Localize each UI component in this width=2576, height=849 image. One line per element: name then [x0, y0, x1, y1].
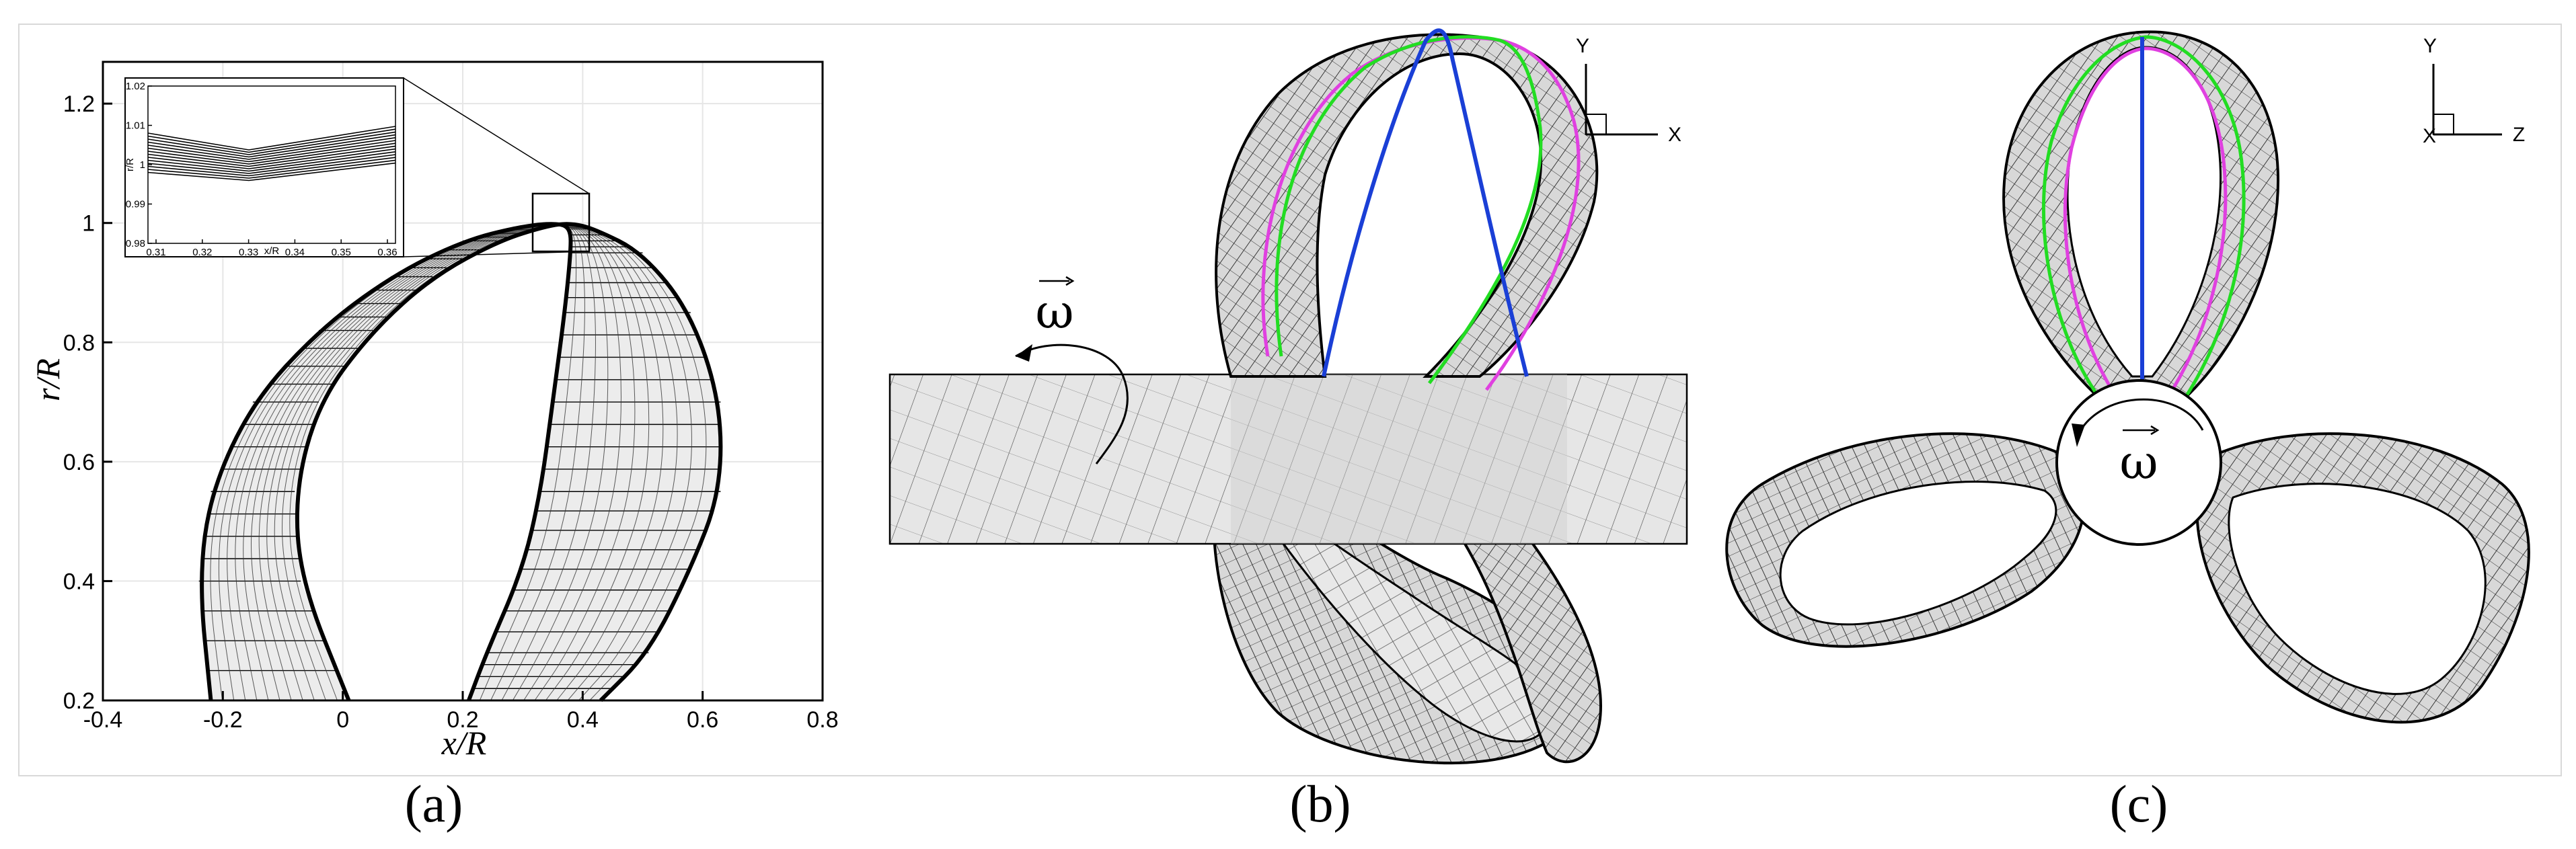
- inset-y-tick-label: 1.02: [126, 81, 145, 92]
- inset-y-tick-label: 0.98: [126, 238, 145, 249]
- inset-mesh-line: [147, 162, 396, 181]
- x-tick-label: 0.8: [806, 707, 838, 733]
- inset-y-tick-label: 1: [140, 159, 145, 171]
- x-tick-label: -0.4: [83, 707, 123, 733]
- hub-circle: [2055, 379, 2222, 546]
- x-tick-label: 0.2: [447, 707, 478, 733]
- zoom-region-box: [531, 192, 591, 253]
- blue-line: [1322, 28, 1529, 377]
- blade-edge-line: [295, 222, 723, 702]
- triad-c-z-label: Z: [2513, 124, 2525, 146]
- omega-symbol: ω: [1035, 284, 1073, 339]
- inset-mesh: [147, 126, 396, 181]
- y-tick-label: 0.2: [63, 688, 95, 714]
- inset-mesh-line: [147, 131, 396, 155]
- triad-c-corner: [2433, 114, 2454, 135]
- y-tick-label: 1: [82, 211, 95, 237]
- x-tick-label: 0.4: [567, 707, 599, 733]
- triad-corner: [1585, 114, 1607, 135]
- triad-x-label: X: [1668, 124, 1681, 146]
- inset-x-tick-label: 0.33: [239, 247, 258, 258]
- triad-c-x-label: X: [2423, 125, 2436, 147]
- inset-x-tick-label: 0.31: [146, 247, 165, 258]
- inset-mesh-line: [147, 143, 396, 165]
- inset-x-tick-label: 0.36: [377, 247, 397, 258]
- omega-vector-head: [1065, 276, 1075, 286]
- hub-shadow: [1231, 374, 1567, 544]
- inset-mesh-line: [147, 140, 396, 163]
- y-tick-label: 0.6: [63, 450, 95, 475]
- y-tick-label: 0.4: [63, 569, 95, 594]
- right-blade-hole: [2228, 483, 2487, 695]
- inset-mesh-line: [147, 126, 396, 151]
- inset-mesh-line: [147, 159, 396, 179]
- blade-section-fill: [198, 223, 721, 701]
- inset-y-tick-label: 0.99: [126, 199, 145, 210]
- inset-x-tick-label: 0.35: [332, 247, 351, 258]
- inset-mesh-line: [147, 145, 396, 167]
- inset-y-tick-label: 1.01: [126, 120, 145, 132]
- inset-mesh-line: [147, 154, 396, 174]
- inset-x-title: x/R: [264, 245, 280, 257]
- rotation-arrow: [1015, 343, 1129, 464]
- caption-c: (c): [2110, 774, 2168, 833]
- inset-y-title: r/R: [124, 158, 136, 171]
- inset-mesh-line: [147, 157, 396, 177]
- axis-ticks: -0.4 -0.2 0 0.2 0.4 0.6 0.8 0.2 0.4 0.6 0.8 1 1.2: [63, 91, 839, 733]
- inset-mesh-line: [147, 134, 396, 158]
- inset-ticks: 0.31 0.32 0.33 0.34 0.35 0.36 0.98 0.99 1 1.01 1.0…: [126, 81, 397, 258]
- inset-mesh-line: [147, 148, 396, 169]
- inset-mesh-line: [147, 151, 396, 172]
- left-blade-hole: [1779, 481, 2057, 626]
- x-tick-label: 0: [336, 707, 349, 733]
- inset-mesh-line: [147, 137, 396, 160]
- hub-rotation-arrow: [2076, 398, 2204, 438]
- blade-section-plot: [198, 222, 723, 702]
- y-tick-label: 1.2: [63, 91, 95, 117]
- caption-a: (a): [405, 774, 463, 833]
- inset-x-tick-label: 0.34: [285, 247, 305, 258]
- x-tick-label: 0.6: [687, 707, 718, 733]
- hub-rotation-arrow-head: [2072, 423, 2085, 447]
- triad-y-label: Y: [1576, 35, 1589, 57]
- green-line-outline: [2042, 35, 2246, 398]
- zoom-connector-bottom: [403, 251, 590, 257]
- x-axis-title: x/R: [441, 724, 487, 762]
- panel-b-propeller-side: ω Y X (b): [888, 28, 1688, 833]
- y-axis-title: r/R: [29, 358, 67, 401]
- y-tick-label: 0.8: [63, 330, 95, 356]
- green-line-right: [1427, 38, 1543, 385]
- omega-c-vector-head: [2150, 425, 2160, 436]
- green-line-left: [1275, 35, 1501, 357]
- inset-x-tick-label: 0.32: [192, 247, 212, 258]
- magenta-line-right: [1484, 38, 1581, 391]
- triad-c-y-label: Y: [2423, 35, 2437, 57]
- caption-b: (b): [1290, 774, 1351, 833]
- inset-zoom-plot: 0.31 0.32 0.33 0.34 0.35 0.36 0.98 0.99 1 1.01 1.0…: [124, 77, 404, 258]
- inset-mesh-line: [147, 128, 396, 153]
- figure-frame: [18, 24, 2562, 776]
- zoom-connector-top: [403, 77, 590, 194]
- rotation-arrow-head: [1016, 344, 1032, 362]
- blade-edge-line: [200, 222, 573, 702]
- panel-a-plot: -0.4 -0.2 0 0.2 0.4 0.6 0.8 0.2 0.4 0.6 0.8 1 1.2 x/…: [29, 60, 839, 833]
- magenta-line-outline: [2063, 46, 2228, 391]
- x-tick-label: -0.2: [203, 707, 243, 733]
- panel-c-propeller-front: ω Y Z X (c): [1725, 30, 2530, 833]
- omega-symbol-c: ω: [2119, 435, 2158, 490]
